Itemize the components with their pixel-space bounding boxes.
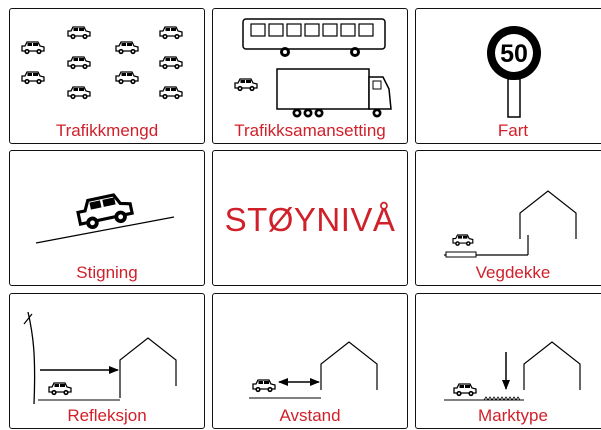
panel-label: Vegdekke [475, 263, 551, 282]
bus-icon [242, 18, 386, 57]
distance-arrow-house-icon [249, 341, 378, 399]
panel-ground-type: Marktype [415, 293, 601, 429]
panel-label: Marktype [478, 406, 548, 425]
panel-gradient: Stigning [9, 150, 205, 286]
car-on-slope-icon [35, 190, 175, 244]
panel-noise-level: STØYNIVÅ [212, 150, 408, 286]
road-surface-house-icon [444, 190, 577, 258]
panel-distance: Avstand [212, 293, 408, 429]
bus-truck-car-icon [234, 18, 392, 118]
panel-label: Trafikksamansetting [234, 121, 386, 140]
car-icon [234, 78, 258, 92]
center-title: STØYNIVÅ [224, 201, 396, 238]
panel-label: Stigning [76, 263, 138, 282]
panel-road-surface: Vegdekke [415, 150, 601, 286]
truck-icon [276, 68, 392, 118]
reflection-arrow-house-icon [23, 311, 177, 405]
panel-label: Fart [497, 121, 529, 140]
panel-label: Avstand [279, 406, 341, 425]
ground-type-house-icon [444, 341, 581, 401]
speed-limit-sign-icon: 50 [487, 26, 541, 118]
panel-speed: 50 Fart [415, 8, 601, 144]
panel-label: Refleksjon [67, 406, 147, 425]
speed-value: 50 [500, 40, 528, 68]
panel-traffic-composition: Trafikksamansetting [212, 8, 408, 144]
panel-traffic-volume: Trafikkmengd [9, 8, 205, 144]
panel-label: Trafikkmengd [55, 121, 159, 140]
panel-reflection: Refleksjon [9, 293, 205, 429]
